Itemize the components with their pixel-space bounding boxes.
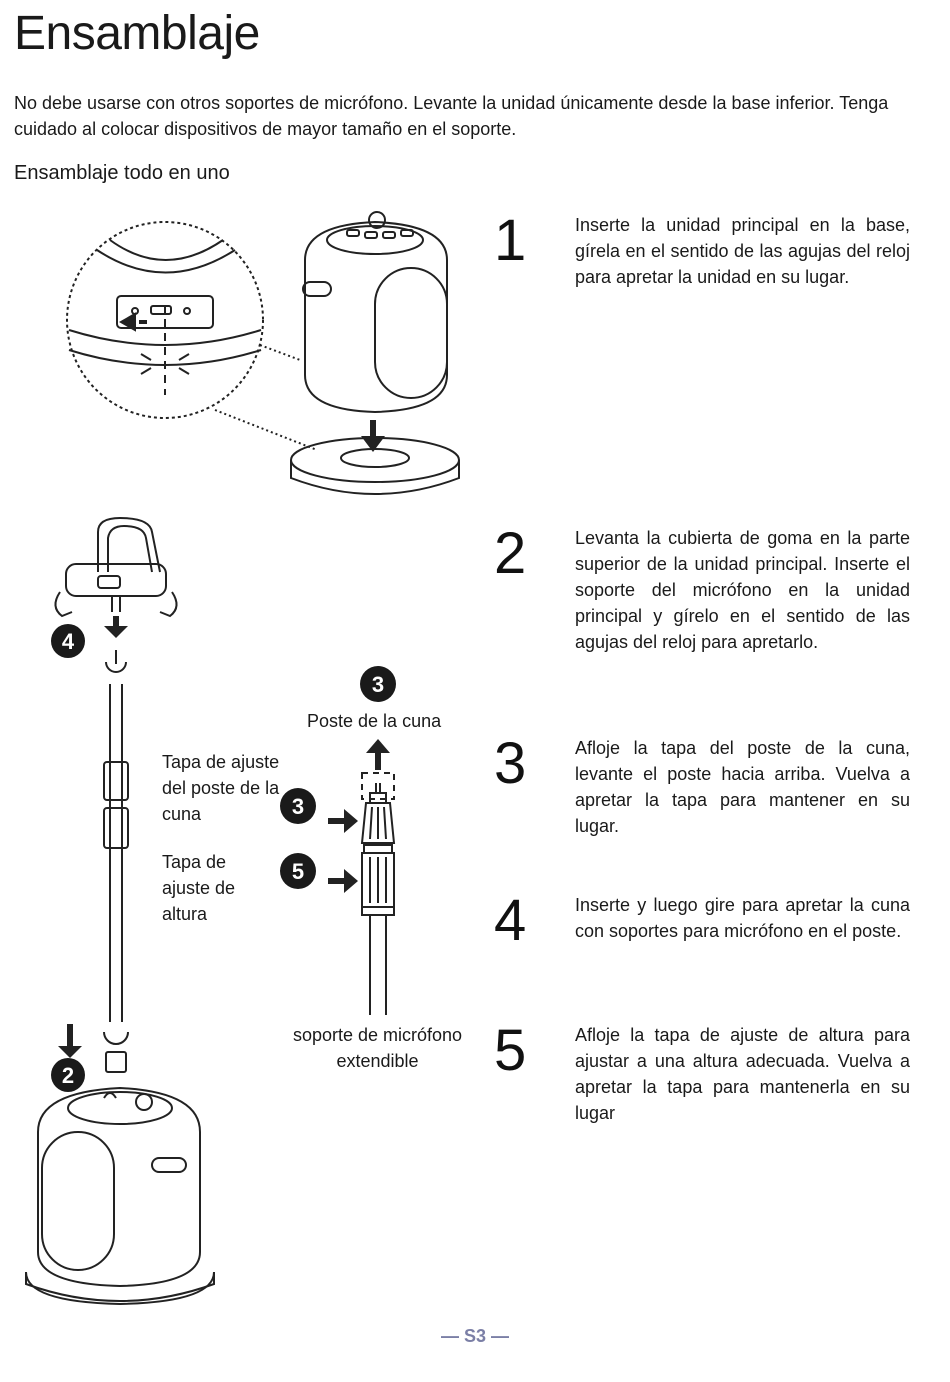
step-1-illustration xyxy=(66,211,460,495)
badge-5 xyxy=(280,853,316,889)
intro-text: No debe usarse con otros soportes de mic… xyxy=(14,93,889,139)
step-5-text: Afloje la tapa de ajuste de altura para … xyxy=(575,1025,910,1123)
badge-3-top-label: 3 xyxy=(372,672,384,697)
badge-3-side xyxy=(280,788,316,824)
page-number-text: S3 xyxy=(463,1326,487,1346)
step-4-number: 4 xyxy=(494,888,527,953)
badge-4 xyxy=(51,624,85,658)
badge-2 xyxy=(51,1058,85,1092)
section-subtitle: Ensamblaje todo en uno xyxy=(14,162,230,184)
step-1-text: Inserte la unidad principal en la base, … xyxy=(575,215,910,287)
step-2-number: 2 xyxy=(494,521,527,586)
step-3-number: 3 xyxy=(494,731,527,796)
step-5-number: 5 xyxy=(494,1018,527,1083)
height-cap-label: Tapa de ajuste de altura xyxy=(162,852,236,924)
badge-3-side-label: 3 xyxy=(292,794,304,819)
badge-5-label: 5 xyxy=(292,859,304,884)
badge-4-label: 4 xyxy=(62,629,75,654)
assembled-stand-illustration: 4 2 xyxy=(25,516,215,1306)
mic-stand-label: soporte de micrófono extendible xyxy=(292,1025,463,1071)
badge-2-label: 2 xyxy=(62,1063,74,1088)
pole-detail-illustration: 3 3 5 xyxy=(280,666,396,1015)
step-3-text: Afloje la tapa del poste de la cuna, lev… xyxy=(575,738,910,836)
step-2-text: Levanta la cubierta de goma en la parte … xyxy=(575,528,910,652)
page-title: Ensamblaje xyxy=(14,7,260,60)
badge-3-top xyxy=(360,666,396,702)
page-number: — S3 — xyxy=(440,1326,510,1346)
step-1-number: 1 xyxy=(494,208,527,273)
step-4-text: Inserte y luego gire para apretar la cun… xyxy=(575,895,910,941)
cradle-cap-label: Tapa de ajuste del poste de la cuna xyxy=(162,752,280,824)
cradle-post-label: Poste de la cuna xyxy=(307,711,442,731)
